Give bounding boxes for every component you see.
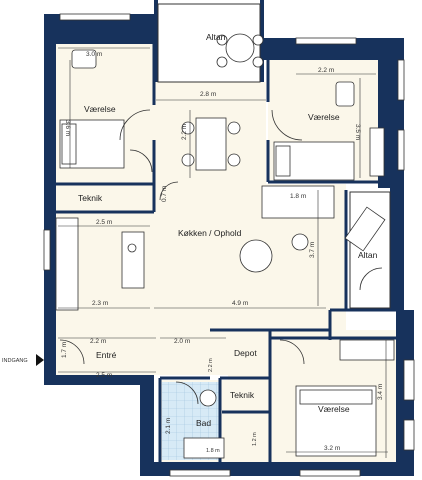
dim-2-3: 2.3 m <box>92 300 108 307</box>
dim-1-8: 1.8 m <box>290 193 306 200</box>
dim-2-8: 2.8 m <box>200 91 216 98</box>
room-label-teknik-left: Teknik <box>78 193 103 203</box>
sofa <box>261 185 335 219</box>
dim-2-5-entre: 2.5 m <box>96 372 112 379</box>
room-label-vaerelse-right: Værelse <box>308 112 340 122</box>
dimension-lines <box>58 47 388 458</box>
interior-walls <box>56 44 396 462</box>
dim-3-7: 3.7 m <box>309 242 316 258</box>
dim-1-7: 1.7 m <box>61 342 68 358</box>
room-label-vaerelse-bottom: Værelse <box>318 404 350 414</box>
entrance-arrow-icon <box>36 354 44 366</box>
room-label-entre: Entré <box>96 350 117 360</box>
dim-2-2-side: 2.2 m <box>208 358 214 372</box>
entrance-label: INDGANG <box>2 358 28 364</box>
dim-2-2-mid: 2.2 m <box>181 124 188 140</box>
floors <box>56 3 396 462</box>
room-label-altan-right: Altan <box>358 250 378 260</box>
dim-3-6: 3.6 m <box>64 120 71 136</box>
room-label-depot: Depot <box>234 348 257 358</box>
room-label-teknik-bottom: Teknik <box>230 390 255 400</box>
dim-2-0: 2.0 m <box>174 338 190 345</box>
room-label-altan-top: Altan <box>206 32 226 42</box>
entrance-marker[interactable]: INDGANG <box>2 354 44 366</box>
dim-2-2-entre: 2.2 m <box>90 338 106 345</box>
dim-3-4: 3.4 m <box>377 384 384 400</box>
windows <box>43 13 415 477</box>
room-label-bad: Bad <box>196 418 211 428</box>
dim-2-1: 2.1 m <box>165 418 172 434</box>
dim-0-7: 0.7 m <box>161 186 168 202</box>
coffee-table <box>239 239 273 273</box>
doors <box>59 109 383 405</box>
furniture <box>55 33 395 459</box>
balcony-table <box>225 33 255 63</box>
dim-2-5-top: 2.5 m <box>96 219 112 226</box>
dim-2-2-top: 2.2 m <box>318 67 334 74</box>
room-label-kokken: Køkken / Ophold <box>178 228 242 238</box>
dim-3-0: 3.0 m <box>86 51 102 58</box>
dim-3-2: 3.2 m <box>324 445 340 452</box>
kitchen-counter <box>55 217 79 311</box>
room-label-vaerelse-left: Værelse <box>84 104 116 114</box>
dim-1-2: 1.2 m <box>252 432 258 446</box>
dim-1-8-bad: 1.8 m <box>206 448 220 454</box>
dim-4-9: 4.9 m <box>232 300 248 307</box>
dim-3-5: 3.5 m <box>354 124 361 140</box>
dining-table <box>195 117 227 171</box>
